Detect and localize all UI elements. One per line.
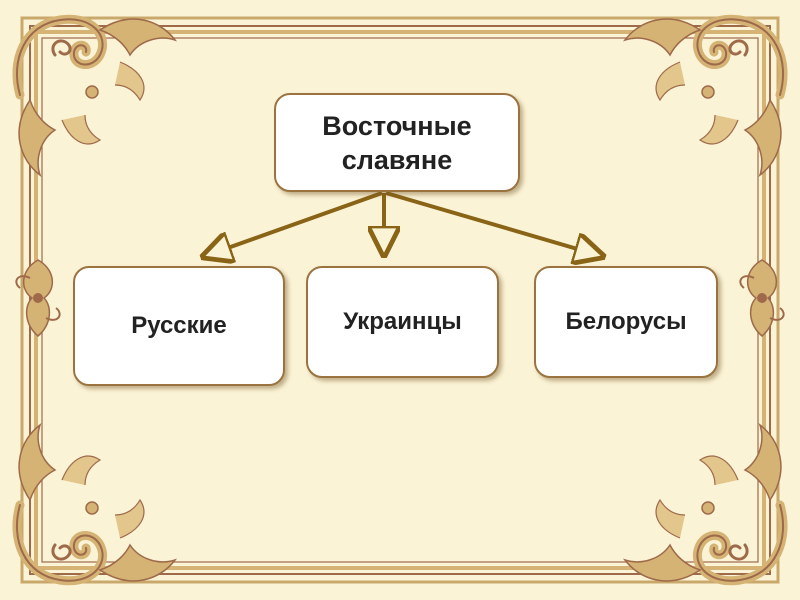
node-belorusy-label: Белорусы: [565, 308, 687, 335]
node-russkie-label: Русские: [131, 312, 227, 339]
node-ukraintsy-label: Украинцы: [343, 308, 462, 335]
node-east-slavs-label: Восточные славяне: [322, 109, 471, 177]
node-belorusy: Белорусы: [534, 266, 718, 378]
node-ukraintsy: Украинцы: [306, 266, 499, 378]
node-russkie: Русские: [73, 266, 285, 386]
arrow-to-belorusy: [385, 191, 598, 255]
arrow-to-russkie: [208, 191, 383, 255]
node-east-slavs: Восточные славяне: [274, 93, 520, 192]
node-east-slavs-line1: Восточные: [322, 110, 472, 141]
node-east-slavs-line2: славяне: [341, 144, 453, 175]
